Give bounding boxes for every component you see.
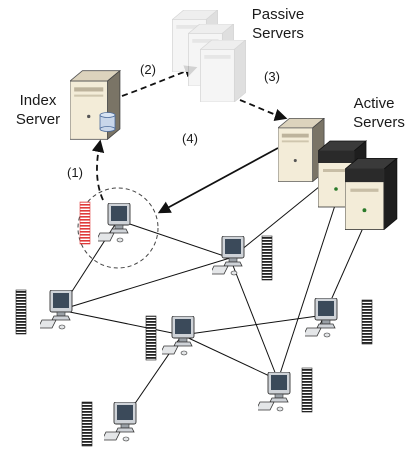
queue [145, 315, 157, 361]
active-servers [278, 118, 398, 230]
passive-servers [172, 10, 247, 102]
pc-icon [162, 316, 195, 356]
step1-label: (1) [67, 165, 83, 180]
step2-label: (2) [140, 62, 156, 77]
highlight-queue [79, 201, 91, 245]
pc-icon [104, 402, 137, 442]
arrow-step4 [157, 147, 279, 214]
passive-servers-label-line2: Servers [252, 25, 304, 42]
pc-icon [258, 372, 291, 412]
pc-icon [98, 203, 131, 243]
highlight-circle [77, 187, 159, 269]
pc-icon [40, 290, 73, 330]
database-icon [99, 112, 116, 132]
arrow-step2 [121, 65, 198, 97]
queue [261, 235, 273, 281]
index-server-label-line1: Index [20, 92, 57, 109]
active-servers-label-line1: Active [354, 95, 395, 112]
arrow-step1 [91, 139, 105, 201]
active-servers-label-line2: Servers [353, 114, 405, 131]
queue [361, 299, 373, 345]
step3-label: (3) [264, 69, 280, 84]
pc-icon [212, 236, 245, 276]
queue [301, 367, 313, 413]
queue [81, 401, 93, 447]
request-queues [15, 201, 373, 447]
arrow-step3 [239, 99, 288, 122]
queue [15, 289, 27, 335]
index-server-label-line2: Server [16, 111, 60, 128]
step4-label: (4) [182, 131, 198, 146]
index-server [70, 70, 121, 140]
passive-servers-label-line1: Passive [252, 6, 305, 23]
